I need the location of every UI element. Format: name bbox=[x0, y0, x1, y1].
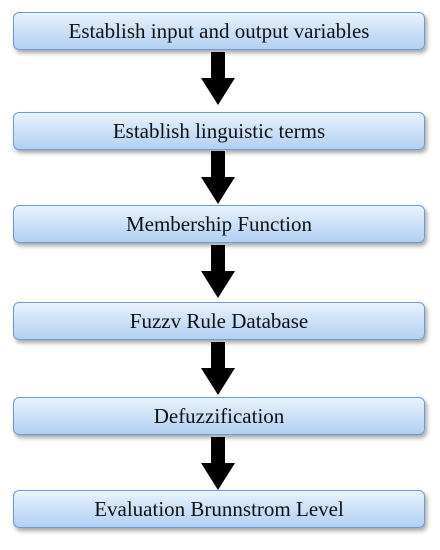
step-establish-variables: Establish input and output variables bbox=[13, 12, 425, 50]
step-label: Fuzzv Rule Database bbox=[129, 308, 309, 333]
step-evaluation-brunnstrom-level: Evaluation Brunnstrom Level bbox=[13, 490, 425, 528]
step-label: Establish input and output variables bbox=[68, 18, 370, 43]
down-arrow-icon bbox=[201, 342, 235, 395]
step-label: Evaluation Brunnstrom Level bbox=[94, 496, 344, 521]
step-label: Membership Function bbox=[125, 211, 313, 236]
down-arrow-icon bbox=[201, 52, 235, 105]
step-label: Defuzzification bbox=[153, 403, 285, 428]
down-arrow-icon bbox=[201, 437, 235, 490]
step-defuzzification: Defuzzification bbox=[13, 397, 425, 435]
down-arrow-icon bbox=[201, 245, 235, 298]
down-arrow-icon bbox=[201, 151, 235, 204]
step-label: Establish linguistic terms bbox=[112, 118, 326, 143]
step-fuzzy-rule-database: Fuzzv Rule Database bbox=[13, 302, 425, 340]
step-membership-function: Membership Function bbox=[13, 205, 425, 243]
step-linguistic-terms: Establish linguistic terms bbox=[13, 112, 425, 150]
